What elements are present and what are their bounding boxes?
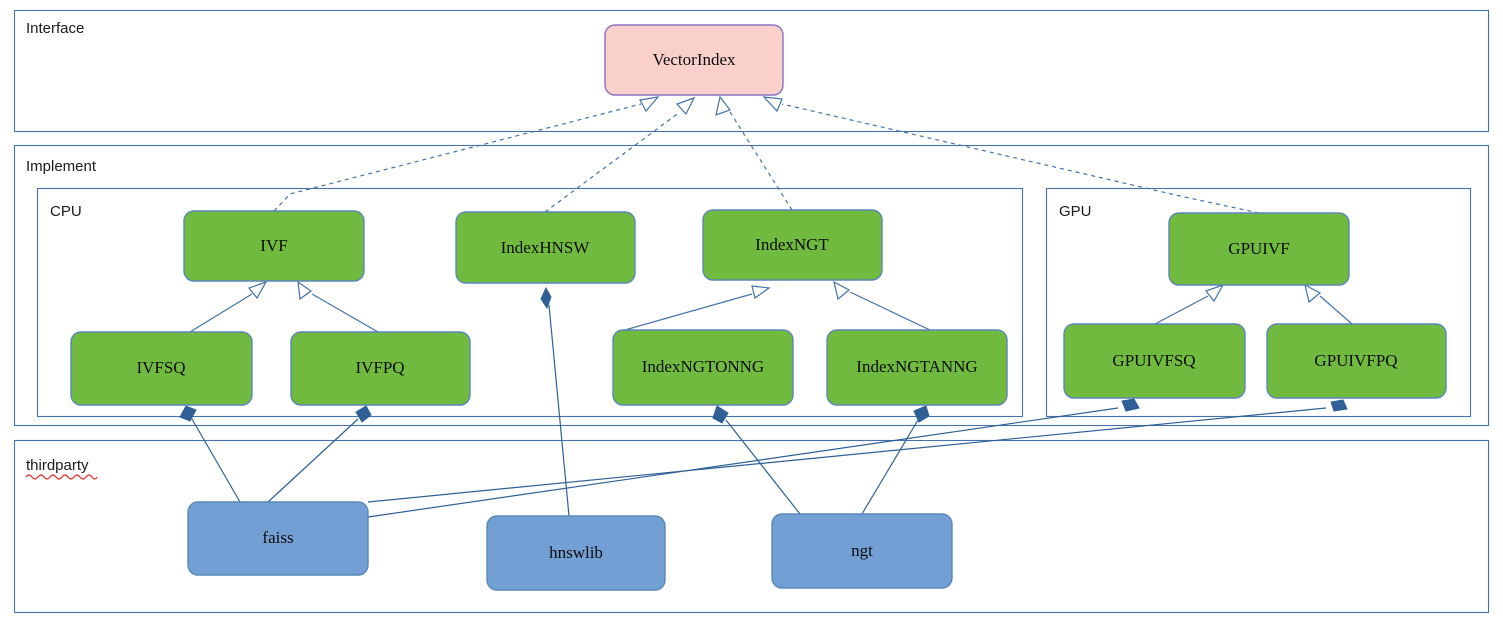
arrowhead-generalization-ivfpq [297,280,313,301]
group-label-implement: Implement [26,158,97,175]
node-label-gpuivfsq: GPUIVFSQ [1112,351,1195,370]
arrowhead-realization-indexhnsw [675,96,696,116]
node-label-ivfsq: IVFSQ [136,358,185,377]
arrowhead-composition-ivfpq [355,405,372,423]
group-label-interface: Interface [26,20,84,37]
node-label-vectorindex: VectorIndex [652,50,736,69]
spellcheck-squiggle-thirdparty [25,474,98,480]
node-box-hnswlib[interactable] [486,515,666,591]
node-box-ngt[interactable] [771,513,953,589]
node-label-ivfpq: IVFPQ [355,358,404,377]
arrowhead-generalization-indexngtonng [751,285,771,300]
arrowhead-generalization-gpuivfsq [1205,283,1225,303]
node-box-indexngt[interactable] [702,209,883,281]
edge-faiss-to-ivfsq [191,418,241,503]
group-label-gpu: GPU [1059,203,1092,220]
node-box-indexhnsw[interactable] [455,211,636,284]
arrowhead-composition-indexngtanng [913,405,930,423]
node-ngt[interactable]: ngt [771,513,953,589]
edge-faiss-to-gpuivfpq [367,407,1327,503]
node-indexngt[interactable]: IndexNGT [702,209,883,281]
arrowhead-generalization-indexngtanng [833,280,851,301]
group-label-thirdparty: thirdparty [26,457,89,474]
node-hnswlib[interactable]: hnswlib [486,515,666,591]
arrowhead-realization-ivf [639,96,660,113]
node-faiss[interactable]: faiss [187,501,369,576]
node-label-gpuivfpq: GPUIVFPQ [1314,351,1397,370]
arrowhead-composition-gpuivfsq [1121,398,1140,412]
node-label-indexngtanng: IndexNGTANNG [856,357,977,376]
edge-indexngt-to-vectorindex [729,111,793,211]
node-box-faiss[interactable] [187,501,369,576]
node-label-indexngt: IndexNGT [755,235,829,254]
node-box-indexngtanng[interactable] [826,329,1008,406]
edge-ivf-to-vectorindex [273,103,642,212]
edge-hnswlib-to-indexhnsw [548,304,570,517]
node-ivfsq[interactable]: IVFSQ [70,331,253,406]
node-gpuivf[interactable]: GPUIVF [1168,212,1350,286]
node-box-ivf[interactable] [183,210,365,282]
edge-ngt-to-indexngtonng [725,419,801,515]
node-indexhnsw[interactable]: IndexHNSW [455,211,636,284]
node-box-gpuivfpq[interactable] [1266,323,1447,399]
arrowhead-generalization-gpuivfpq [1304,283,1322,304]
node-box-indexngtonng[interactable] [612,329,794,406]
node-label-ngt: ngt [851,541,873,560]
edge-indexngtonng-to-indexngt [624,293,753,331]
edge-gpuivf-to-vectorindex [781,103,1260,214]
node-indexngtonng[interactable]: IndexNGTONNG [612,329,794,406]
node-indexngtanng[interactable]: IndexNGTANNG [826,329,1008,406]
edge-gpuivfsq-to-gpuivf [1154,295,1209,325]
node-label-ivf: IVF [260,236,287,255]
arrowhead-composition-gpuivfpq [1330,399,1348,412]
edge-ivfpq-to-ivf [311,293,379,333]
arrowhead-generalization-ivfsq [248,280,268,300]
group-frame-cpu [36,187,1024,418]
node-box-ivfpq[interactable] [290,331,471,406]
edge-ngt-to-indexngtanng [861,419,919,515]
arrowhead-composition-indexngtonng [712,405,729,424]
node-box-vectorindex[interactable] [604,24,784,96]
node-box-gpuivfsq[interactable] [1063,323,1246,399]
node-label-indexngtonng: IndexNGTONNG [642,357,764,376]
node-ivfpq[interactable]: IVFPQ [290,331,471,406]
edge-faiss-to-ivfpq [267,418,359,503]
arrowhead-composition-ivfsq [179,405,197,422]
node-vectorindex[interactable]: VectorIndex [604,24,784,96]
node-label-hnswlib: hnswlib [549,543,603,562]
node-box-gpuivf[interactable] [1168,212,1350,286]
node-ivf[interactable]: IVF [183,210,365,282]
node-label-faiss: faiss [262,528,293,547]
arrowhead-composition-indexhnsw [540,286,552,310]
edge-gpuivfpq-to-gpuivf [1319,295,1353,325]
group-frame-gpu [1045,187,1472,418]
edge-ivfsq-to-ivf [189,293,253,333]
node-gpuivfpq[interactable]: GPUIVFPQ [1266,323,1447,399]
node-label-indexhnsw: IndexHNSW [501,238,591,257]
node-gpuivfsq[interactable]: GPUIVFSQ [1063,323,1246,399]
node-box-ivfsq[interactable] [70,331,253,406]
group-label-cpu: CPU [50,203,82,220]
node-label-gpuivf: GPUIVF [1228,239,1289,258]
arrowhead-realization-indexngt [715,95,731,116]
edge-indexngtanng-to-indexngt [849,291,931,331]
edge-faiss-to-gpuivfsq [367,407,1119,518]
arrowhead-realization-gpuivf [762,96,783,113]
